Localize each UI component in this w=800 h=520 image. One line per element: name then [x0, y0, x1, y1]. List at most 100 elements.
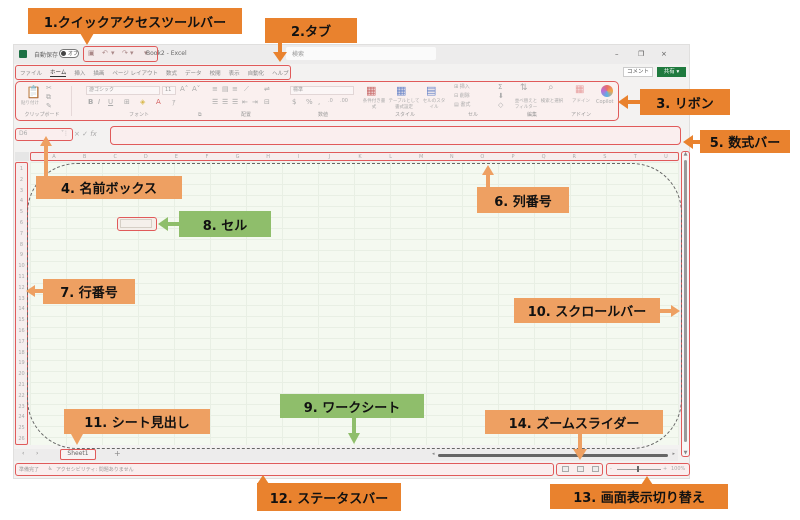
- row-header-16[interactable]: 16: [18, 328, 25, 334]
- merge-center-icon[interactable]: ⊟: [264, 98, 270, 106]
- tab-automate[interactable]: 自動化: [247, 70, 265, 77]
- horizontal-scrollbar[interactable]: ◂ ▸: [432, 451, 675, 458]
- column-header-e[interactable]: E: [174, 154, 178, 160]
- prev-sheet-icon[interactable]: ‹: [22, 450, 25, 457]
- column-header-a[interactable]: A: [52, 154, 56, 160]
- tab-data[interactable]: データ: [185, 70, 202, 77]
- scroll-left-icon[interactable]: ◂: [432, 451, 435, 457]
- page-break-view-icon[interactable]: [592, 466, 599, 472]
- row-header-23[interactable]: 23: [18, 403, 25, 410]
- align-right-icon[interactable]: ☰: [232, 98, 239, 106]
- decrease-font-icon[interactable]: A˅: [192, 85, 201, 93]
- column-header-n[interactable]: N: [449, 154, 454, 160]
- copilot-icon[interactable]: [601, 85, 613, 97]
- add-sheet-button[interactable]: +: [114, 449, 121, 458]
- copy-icon[interactable]: ⧉: [46, 93, 51, 101]
- find-select-icon[interactable]: ⌕: [548, 82, 554, 93]
- format-cells-button[interactable]: ▤ 書式: [454, 102, 471, 108]
- number-format-select[interactable]: 標準: [290, 86, 354, 95]
- scroll-right-icon[interactable]: ▸: [672, 451, 675, 457]
- copilot-group[interactable]: Copilot: [596, 82, 618, 120]
- vertical-scrollbar[interactable]: ▲ ▼: [681, 151, 690, 457]
- tab-insert[interactable]: 挿入: [74, 70, 86, 77]
- row-header-13[interactable]: 13: [18, 295, 25, 302]
- font-dialog-launcher-icon[interactable]: ⧉: [198, 112, 202, 118]
- format-as-table-label[interactable]: テーブルとして書式設定: [388, 99, 420, 110]
- column-header-k[interactable]: K: [358, 154, 362, 160]
- column-header-s[interactable]: S: [603, 154, 607, 160]
- comment-button[interactable]: コメント: [623, 67, 653, 77]
- next-sheet-icon[interactable]: ›: [36, 450, 39, 457]
- fx-icon[interactable]: fx: [90, 130, 97, 138]
- format-painter-icon[interactable]: ✎: [46, 102, 52, 110]
- column-header-t[interactable]: T: [633, 154, 637, 160]
- find-select-label[interactable]: 検索と選択: [540, 99, 564, 104]
- zoom-percent[interactable]: 100%: [671, 466, 686, 472]
- column-header-m[interactable]: M: [419, 154, 424, 160]
- column-header-q[interactable]: Q: [541, 154, 546, 160]
- decrease-indent-icon[interactable]: ⇤: [242, 98, 248, 106]
- comma-icon[interactable]: ,: [318, 98, 321, 106]
- currency-icon[interactable]: $: [292, 98, 297, 106]
- row-header-11[interactable]: 11: [18, 274, 25, 280]
- column-header-r[interactable]: R: [572, 154, 576, 160]
- autosum-icon[interactable]: Σ: [498, 83, 503, 91]
- column-header-h[interactable]: H: [266, 154, 271, 160]
- column-header-l[interactable]: L: [389, 154, 392, 160]
- fill-color-icon[interactable]: ◈: [140, 98, 146, 106]
- copilot-label[interactable]: Copilot: [596, 99, 614, 105]
- tab-view[interactable]: 表示: [228, 70, 240, 77]
- cell-styles-icon[interactable]: ▤: [426, 84, 437, 97]
- percent-icon[interactable]: %: [306, 98, 313, 106]
- row-header-1[interactable]: 1: [19, 166, 24, 172]
- tab-review[interactable]: 校閲: [209, 70, 221, 77]
- sort-filter-label[interactable]: 並べ替えとフィルター: [514, 99, 538, 110]
- align-left-icon[interactable]: ☰: [212, 98, 219, 106]
- align-top-icon[interactable]: ≡: [212, 85, 218, 93]
- column-header-i[interactable]: I: [298, 154, 300, 160]
- name-box-splitter[interactable]: ⋮: [63, 130, 69, 137]
- bold-icon[interactable]: B: [88, 98, 94, 106]
- increase-indent-icon[interactable]: ⇥: [252, 98, 258, 106]
- zoom-in-icon[interactable]: +: [663, 466, 668, 472]
- accessibility-status[interactable]: アクセシビリティ: 問題ありません: [56, 467, 134, 473]
- addins-button-label[interactable]: アドイン: [572, 99, 590, 104]
- vertical-scroll-thumb[interactable]: [684, 160, 687, 442]
- column-header-b[interactable]: B: [82, 154, 87, 160]
- redo-icon[interactable]: ↷: [122, 49, 128, 57]
- horizontal-scroll-thumb[interactable]: [438, 454, 668, 457]
- row-header-22[interactable]: 22: [18, 392, 25, 399]
- paste-label[interactable]: 貼り付け: [21, 101, 39, 106]
- row-header-10[interactable]: 10: [18, 263, 25, 270]
- conditional-format-label[interactable]: 条件付き書式: [362, 99, 386, 110]
- tab-home[interactable]: ホーム: [50, 70, 67, 77]
- row-header-24[interactable]: 24: [18, 414, 25, 421]
- row-header-21[interactable]: 21: [18, 382, 25, 388]
- zoom-out-icon[interactable]: -: [610, 466, 612, 472]
- align-bottom-icon[interactable]: ≡: [232, 85, 238, 93]
- column-header-g[interactable]: G: [235, 154, 240, 160]
- sort-filter-icon[interactable]: ⇅: [520, 83, 528, 93]
- selected-cell[interactable]: [120, 219, 152, 228]
- tab-draw[interactable]: 描画: [93, 70, 105, 77]
- paste-icon[interactable]: 📋: [26, 85, 41, 99]
- row-header-26[interactable]: 26: [18, 436, 25, 442]
- border-icon[interactable]: ⊞: [124, 98, 130, 106]
- row-header-14[interactable]: 14: [18, 306, 25, 313]
- scroll-up-icon[interactable]: ▲: [683, 151, 688, 157]
- redo-dropdown-icon[interactable]: ▾: [130, 49, 134, 57]
- delete-cells-button[interactable]: ⊟ 削除: [454, 93, 470, 99]
- sheet-tab[interactable]: Sheet1: [60, 449, 96, 460]
- column-header-c[interactable]: C: [113, 154, 117, 160]
- column-header-o[interactable]: O: [480, 154, 485, 160]
- autosave-toggle[interactable]: オフ: [59, 49, 79, 58]
- enter-icon[interactable]: ✓: [82, 130, 88, 138]
- row-header-25[interactable]: 25: [18, 425, 25, 432]
- underline-icon[interactable]: U: [108, 98, 114, 106]
- fill-icon[interactable]: ⬇: [498, 92, 504, 100]
- row-header-15[interactable]: 15: [18, 317, 25, 324]
- column-header-j[interactable]: J: [328, 154, 331, 160]
- row-header-20[interactable]: 20: [18, 371, 25, 378]
- name-box-dropdown-icon[interactable]: ˅: [61, 130, 64, 137]
- row-header-5[interactable]: 5: [19, 209, 24, 216]
